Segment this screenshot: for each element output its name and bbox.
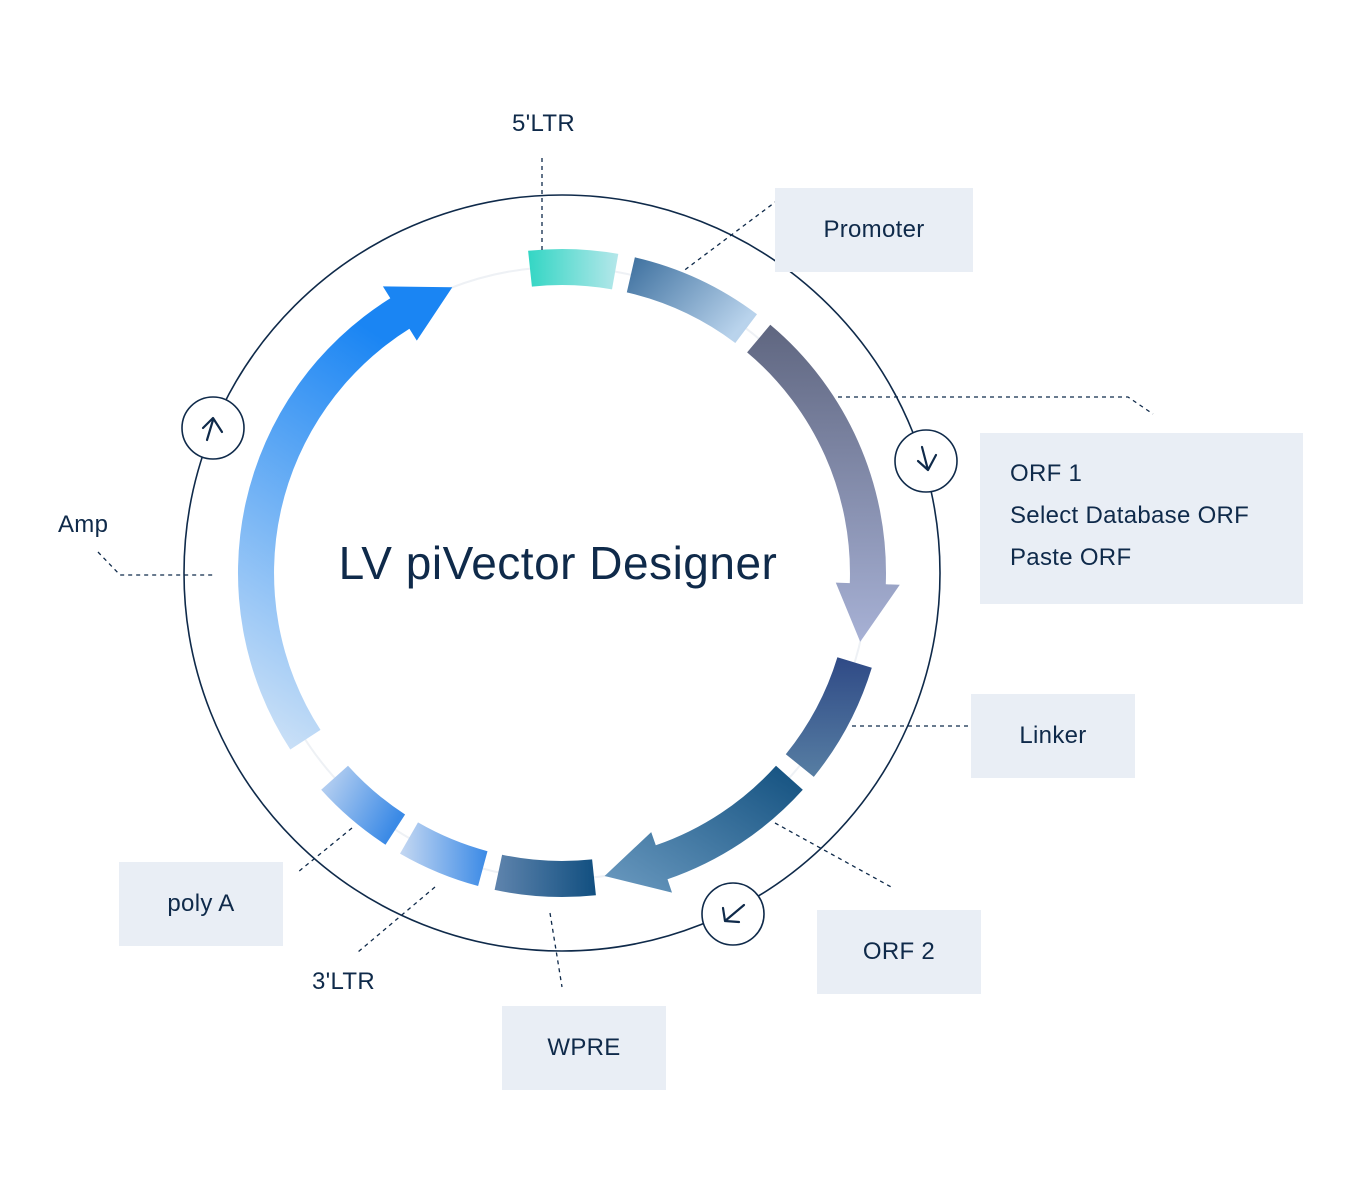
- select-database-orf-option[interactable]: Select Database ORF: [1010, 502, 1250, 529]
- orf2-arrow[interactable]: [604, 765, 803, 893]
- paste-orf-option[interactable]: Paste ORF: [1010, 544, 1132, 571]
- label-linker[interactable]: Linker: [971, 694, 1135, 778]
- linker-segment[interactable]: [785, 657, 872, 777]
- polya-segment[interactable]: [321, 765, 406, 845]
- ltr5-segment[interactable]: [528, 249, 619, 290]
- amp-arrow[interactable]: [237, 286, 453, 750]
- label-polya[interactable]: poly A: [119, 862, 283, 946]
- leader-promoter: [681, 199, 779, 273]
- label-wpre[interactable]: WPRE: [502, 1006, 666, 1090]
- arrow-up-icon[interactable]: [181, 396, 245, 460]
- orf1-arrow[interactable]: [747, 324, 900, 642]
- label-amp[interactable]: Amp: [58, 511, 109, 538]
- outer-ring: [183, 194, 941, 952]
- leader-orf1: [838, 396, 1154, 415]
- leader-polya: [297, 827, 353, 873]
- segments-layer: [237, 249, 900, 897]
- diagram-title: LV piVector Designer: [338, 537, 778, 589]
- leader-lines: [97, 158, 1154, 988]
- orf1-panel: ORF 1 Select Database ORF Paste ORF: [980, 433, 1303, 604]
- promoter-segment[interactable]: [626, 257, 757, 343]
- arrow-down-icon[interactable]: [894, 429, 958, 493]
- label-ltr3[interactable]: 3'LTR: [312, 968, 375, 995]
- leader-amp: [97, 551, 215, 576]
- orf1-label[interactable]: ORF 1: [1010, 460, 1083, 487]
- arrow-down-left-icon[interactable]: [701, 882, 765, 946]
- wpre-segment[interactable]: [494, 854, 596, 897]
- leader-orf2: [774, 822, 894, 889]
- ltr3-segment[interactable]: [400, 822, 488, 886]
- label-promoter[interactable]: Promoter: [775, 188, 973, 272]
- label-ltr5[interactable]: 5'LTR: [512, 110, 575, 137]
- leader-wpre: [549, 912, 563, 988]
- leader-ltr3: [357, 886, 436, 953]
- label-orf2[interactable]: ORF 2: [817, 910, 981, 994]
